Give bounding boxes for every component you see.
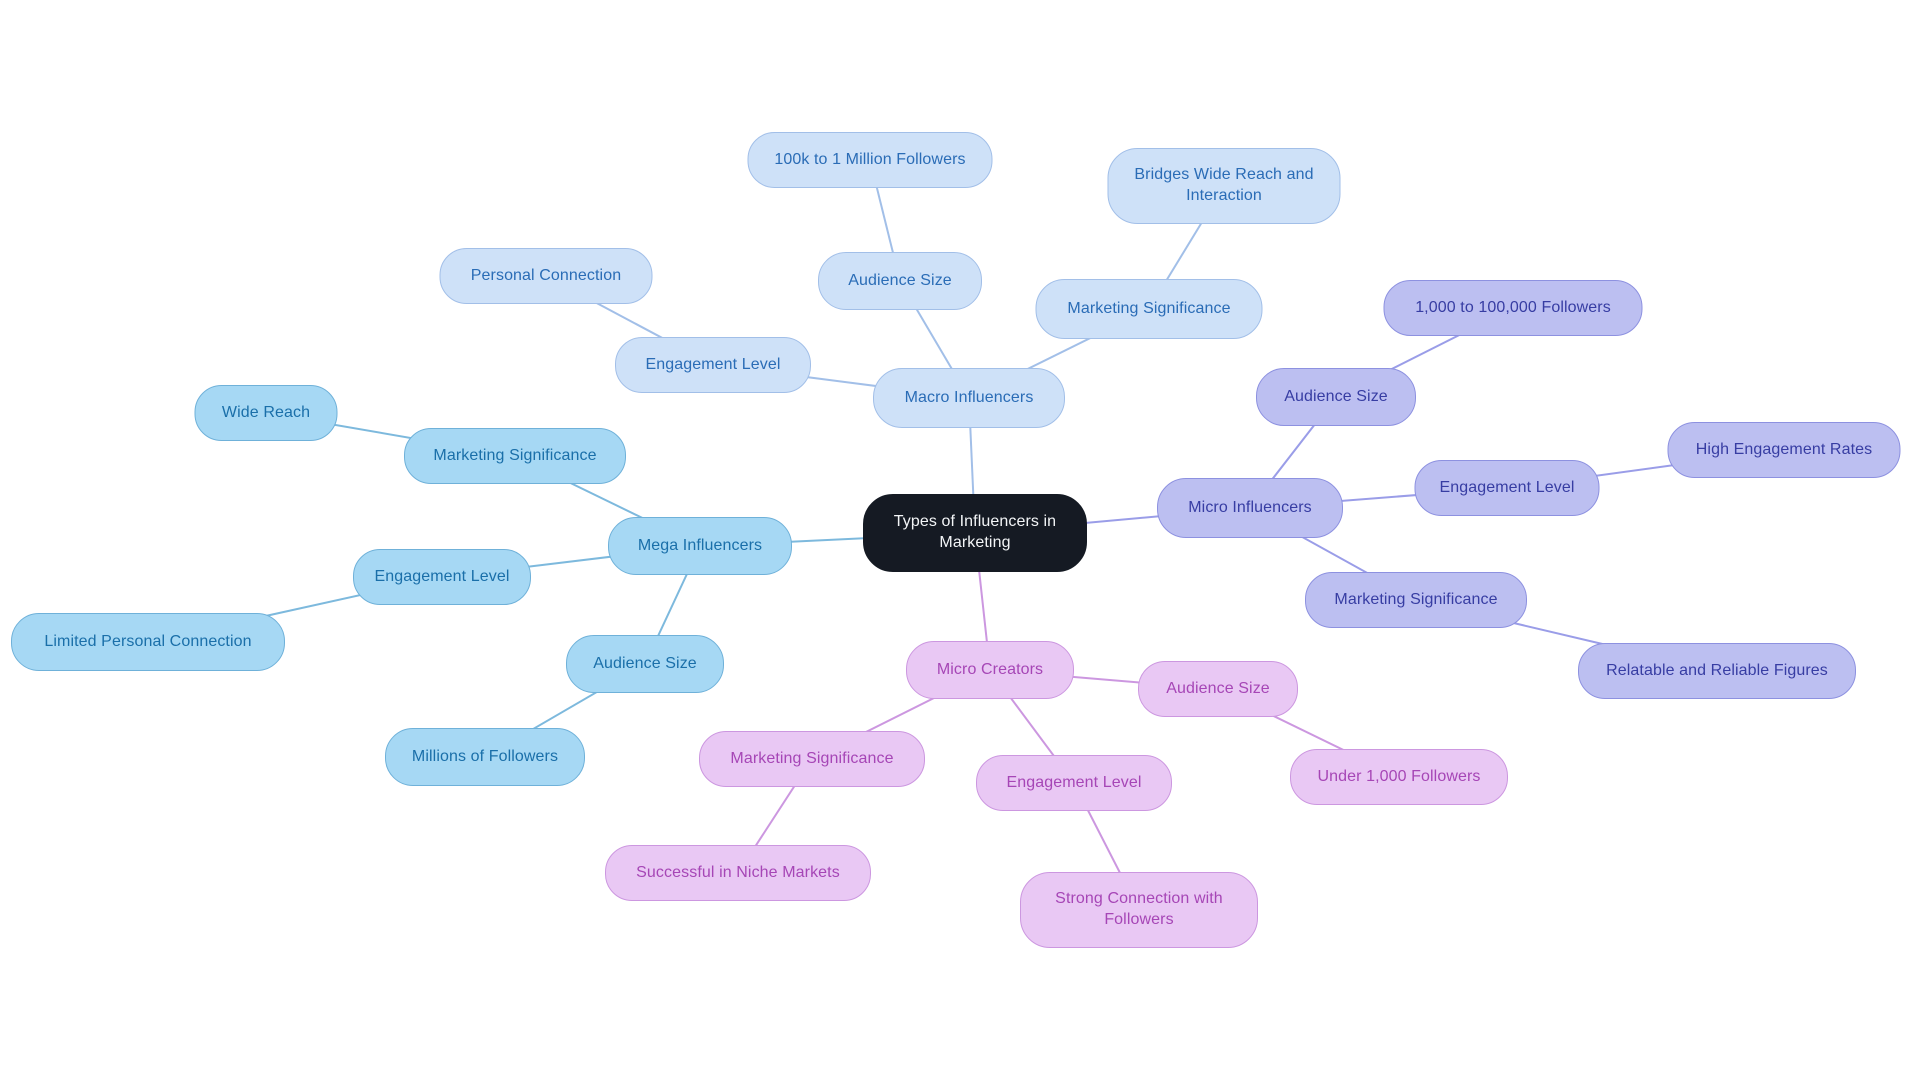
node-micro-1000-followers[interactable]: 1,000 to 100,000 Followers: [1383, 280, 1643, 336]
node-micro[interactable]: Micro Influencers: [1157, 478, 1343, 538]
node-label: Audience Size: [848, 271, 952, 289]
node-label: Engagement Level: [645, 355, 781, 373]
node-label: Engagement Level: [1006, 773, 1142, 791]
node-label: Engagement Level: [374, 567, 510, 585]
node-creators[interactable]: Micro Creators: [906, 641, 1074, 699]
node-label: Mega Influencers: [637, 536, 763, 554]
node-label: High Engagement Rates: [1695, 440, 1873, 458]
node-micro-relatable[interactable]: Relatable and Reliable Figures: [1578, 643, 1856, 699]
node-label: Successful in Niche Markets: [636, 863, 840, 881]
node-creators-engagement-level[interactable]: Engagement Level: [976, 755, 1172, 811]
node-macro-engagement-level[interactable]: Engagement Level: [615, 337, 811, 393]
node-micro-high-engagement[interactable]: High Engagement Rates: [1667, 422, 1901, 478]
node-label: Micro Creators: [936, 660, 1044, 678]
node-label: Bridges Wide Reach and Interaction: [1134, 166, 1314, 204]
node-label: Audience Size: [1284, 387, 1388, 405]
node-label: Audience Size: [593, 654, 697, 672]
node-mega-limited-personal-connection[interactable]: Limited Personal Connection: [11, 613, 285, 671]
node-label: Strong Connection with Followers: [1055, 890, 1223, 928]
node-micro-audience-size[interactable]: Audience Size: [1256, 368, 1416, 426]
node-label: Under 1,000 Followers: [1317, 767, 1481, 785]
node-macro-bridges[interactable]: Bridges Wide Reach and Interaction: [1107, 148, 1341, 224]
node-label: Marketing Significance: [730, 749, 894, 767]
node-macro-personal-connection[interactable]: Personal Connection: [439, 248, 653, 304]
node-label: Macro Influencers: [904, 388, 1034, 406]
node-micro-marketing-significance[interactable]: Marketing Significance: [1305, 572, 1527, 628]
node-label: Limited Personal Connection: [44, 632, 252, 650]
node-mega-engagement-level[interactable]: Engagement Level: [353, 549, 531, 605]
node-creators-under-1000[interactable]: Under 1,000 Followers: [1290, 749, 1508, 805]
node-label: Marketing Significance: [433, 446, 597, 464]
node-mega[interactable]: Mega Influencers: [608, 517, 792, 575]
node-label: Wide Reach: [221, 403, 311, 421]
node-creators-successful-niche[interactable]: Successful in Niche Markets: [605, 845, 871, 901]
node-label: 1,000 to 100,000 Followers: [1415, 298, 1611, 316]
node-mega-marketing-significance[interactable]: Marketing Significance: [404, 428, 626, 484]
node-label: Audience Size: [1166, 679, 1270, 697]
node-micro-engagement-level[interactable]: Engagement Level: [1414, 460, 1600, 516]
node-macro[interactable]: Macro Influencers: [873, 368, 1065, 428]
node-label: Marketing Significance: [1067, 299, 1231, 317]
node-macro-100k-followers[interactable]: 100k to 1 Million Followers: [747, 132, 993, 188]
node-mega-wide-reach[interactable]: Wide Reach: [194, 385, 338, 441]
node-label: 100k to 1 Million Followers: [774, 150, 966, 168]
node-label: Engagement Level: [1439, 478, 1575, 496]
node-label: Marketing Significance: [1334, 590, 1498, 608]
node-creators-strong-connection[interactable]: Strong Connection with Followers: [1020, 872, 1258, 948]
node-creators-audience-size[interactable]: Audience Size: [1138, 661, 1298, 717]
node-mega-millions-of-followers[interactable]: Millions of Followers: [385, 728, 585, 786]
node-root[interactable]: Types of Influencers in Marketing: [863, 494, 1087, 572]
node-label: Personal Connection: [470, 266, 622, 284]
node-label: Millions of Followers: [411, 747, 559, 765]
node-macro-marketing-significance[interactable]: Marketing Significance: [1035, 279, 1263, 339]
node-mega-audience-size[interactable]: Audience Size: [566, 635, 724, 693]
node-label: Types of Influencers in Marketing: [893, 513, 1057, 551]
node-label: Relatable and Reliable Figures: [1606, 661, 1828, 679]
node-macro-audience-size[interactable]: Audience Size: [818, 252, 982, 310]
node-label: Micro Influencers: [1188, 498, 1312, 516]
node-creators-marketing-significance[interactable]: Marketing Significance: [699, 731, 925, 787]
